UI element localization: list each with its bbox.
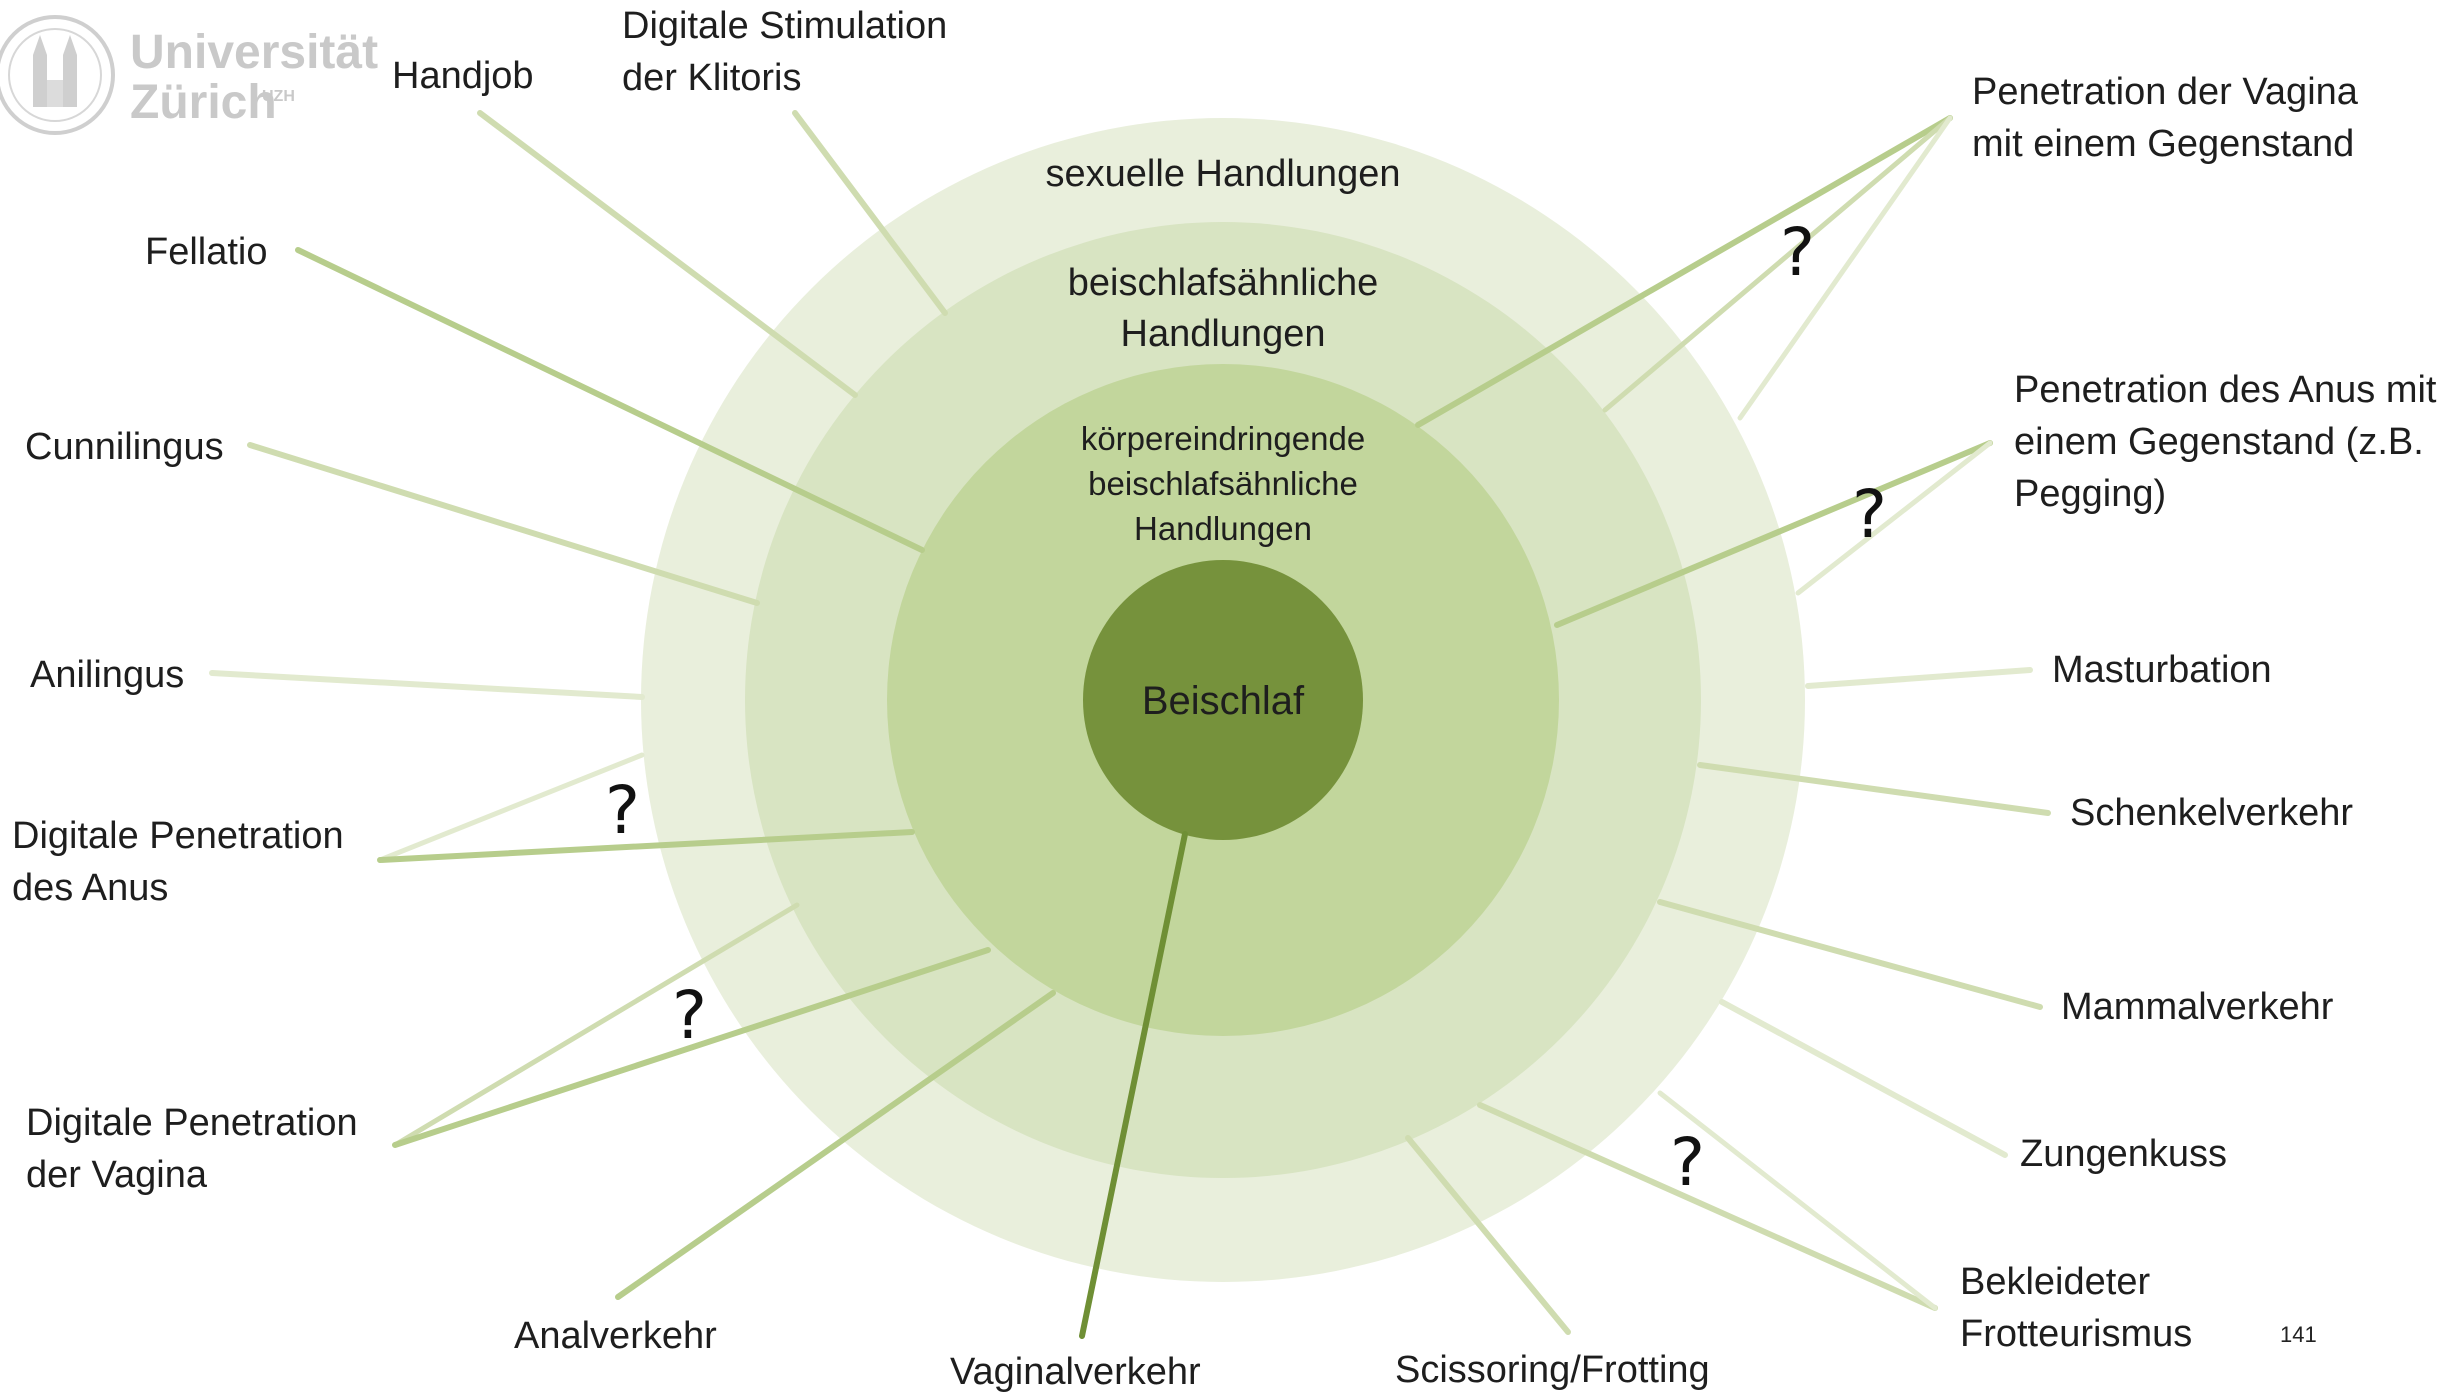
label-anilingus: Anilingus — [30, 654, 185, 696]
line-vaginalverkehr — [1079, 831, 1188, 1339]
line-anilingus — [209, 670, 645, 700]
logo-badge: UZH — [262, 88, 295, 105]
line-bekleideter-b — [1657, 1090, 1938, 1311]
line-penetration-anus-b — [1795, 440, 1993, 596]
label-fellatio: Fellatio — [145, 231, 268, 273]
line-penetration-vagina-b — [1602, 115, 1953, 413]
label-penetration-anus-gegenstand: Penetration des Anus mit einem Gegenstan… — [2014, 369, 2437, 515]
label-digitale-penetration-anus: Digitale Penetration des Anus — [12, 815, 344, 909]
line-cunnilingus — [247, 442, 760, 606]
question-mark-digitale-anus: ? — [605, 772, 641, 849]
line-digitale-penetration-anus-b — [377, 829, 915, 863]
label-vaginalverkehr: Vaginalverkehr — [950, 1351, 1201, 1393]
core-label: Beischlaf — [1141, 679, 1305, 723]
logo-line-2: Zürich — [130, 76, 277, 129]
line-penetration-anus-a — [1554, 440, 1993, 628]
question-mark-frotteurismus: ? — [1670, 1124, 1706, 1201]
label-cunnilingus: Cunnilingus — [25, 426, 224, 468]
label-penetration-vagina-gegenstand: Penetration der Vagina mit einem Gegenst… — [1972, 71, 2358, 165]
line-digitale-penetration-anus-a — [377, 752, 645, 863]
line-digitale-penetration-vagina-b — [392, 947, 991, 1148]
line-mammalverkehr — [1657, 899, 2043, 1010]
label-zungenkuss: Zungenkuss — [2020, 1133, 2228, 1175]
label-digitale-stimulation: Digitale Stimulation der Klitoris — [622, 5, 948, 99]
question-mark-digitale-vagina: ? — [672, 977, 708, 1054]
line-fellatio — [295, 247, 925, 553]
line-handjob — [477, 110, 858, 398]
page-number: 141 — [2280, 1322, 2317, 1347]
ring-label-inner: körpereindringende beischlafsähnliche Ha… — [1080, 420, 1366, 547]
line-bekleideter-a — [1477, 1102, 1938, 1311]
label-analverkehr: Analverkehr — [514, 1315, 717, 1357]
line-digitale-stimulation — [792, 110, 948, 316]
line-scissoring — [1405, 1135, 1571, 1335]
ring-label-middle: beischlafsähnliche Handlungen — [1067, 262, 1379, 355]
label-digitale-penetration-vagina: Digitale Penetration der Vagina — [26, 1102, 358, 1196]
seal-icon — [0, 15, 115, 135]
question-mark-vagina-gegenstand: ? — [1780, 214, 1816, 291]
question-mark-anus-gegenstand: ? — [1852, 476, 1888, 553]
line-penetration-vagina-a — [1415, 115, 1953, 428]
label-mammalverkehr: Mammalverkehr — [2061, 986, 2334, 1028]
line-zungenkuss — [1719, 999, 2008, 1158]
logo-line-1: Universität — [130, 26, 379, 79]
label-bekleideter-frotteurismus: Bekleideter Frotteurismus — [1960, 1261, 2193, 1355]
label-scissoring: Scissoring/Frotting — [1395, 1349, 1710, 1391]
line-penetration-vagina-c — [1737, 115, 1953, 421]
label-schenkelverkehr: Schenkelverkehr — [2070, 792, 2354, 834]
line-analverkehr — [615, 990, 1056, 1300]
label-masturbation: Masturbation — [2052, 649, 2272, 691]
line-schenkelverkehr — [1697, 762, 2051, 816]
line-digitale-penetration-vagina-a — [392, 902, 800, 1148]
core-circle — [1083, 560, 1363, 840]
label-handjob: Handjob — [392, 55, 534, 97]
line-masturbation — [1805, 667, 2033, 689]
ring-label-outer: sexuelle Handlungen — [1045, 153, 1401, 195]
